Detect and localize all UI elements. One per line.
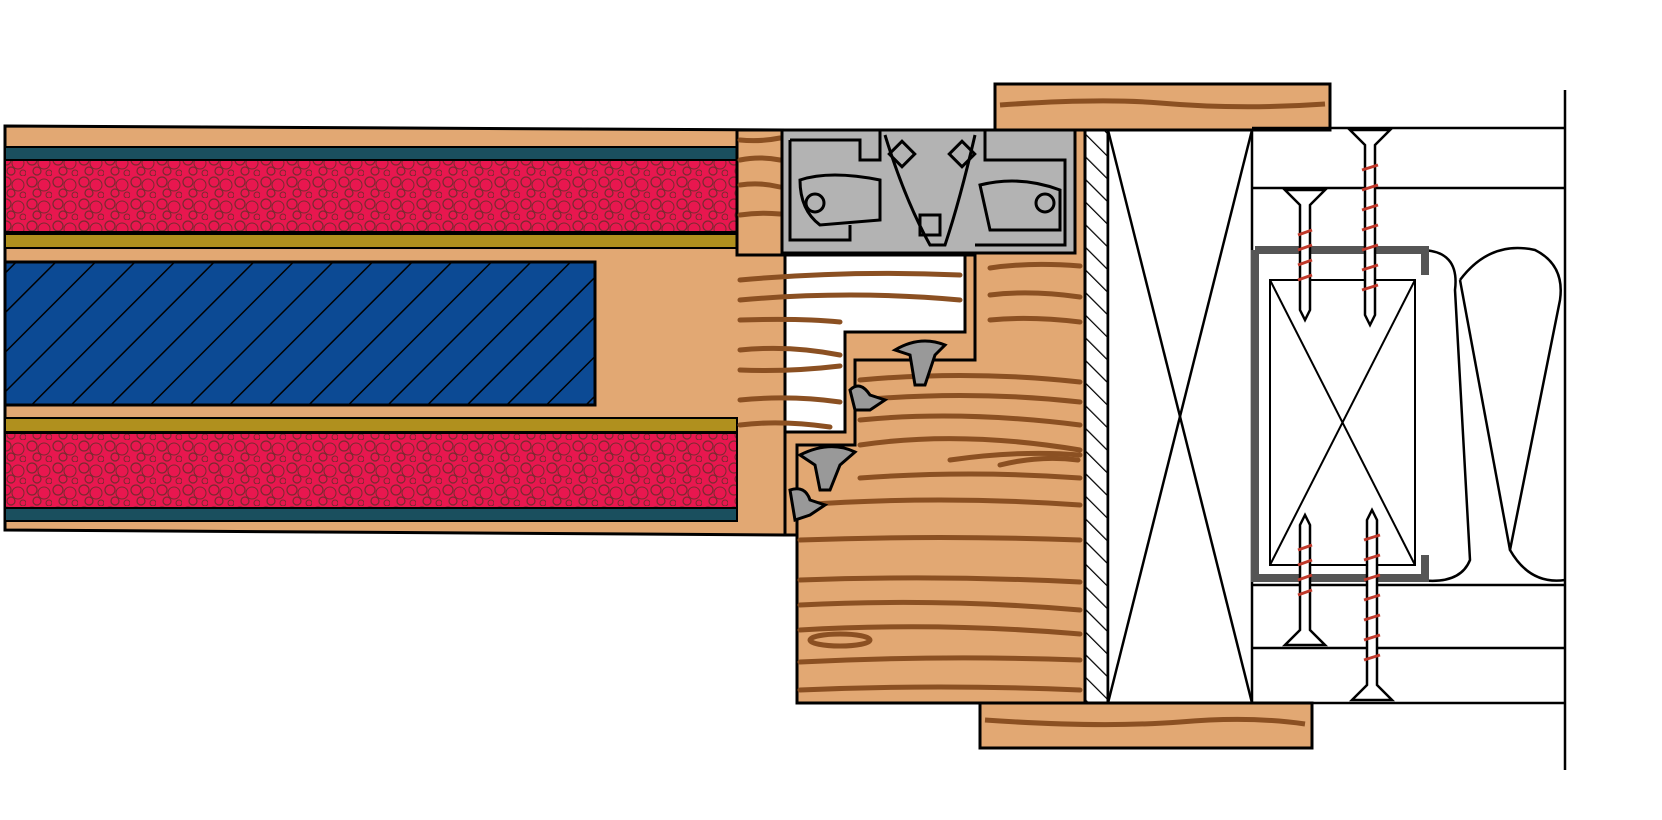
insulation-top — [4, 159, 738, 233]
teal-strip-bottom — [4, 507, 738, 522]
teal-strip-top — [4, 146, 738, 161]
gold-strip-bottom — [4, 417, 738, 433]
screw-icon — [1281, 188, 1329, 323]
membrane-strip — [1083, 128, 1110, 705]
insulation-bottom — [4, 432, 738, 509]
wall-layers — [1252, 90, 1567, 770]
lock-mechanism-icon — [780, 128, 1077, 255]
steel-channel — [1251, 246, 1429, 582]
screws — [1281, 128, 1396, 702]
glass-core — [3, 260, 597, 407]
trim-bottom — [978, 701, 1314, 750]
wood-grain — [737, 135, 1083, 693]
frame-stop-gap — [795, 253, 977, 535]
wall-stud — [1106, 128, 1254, 705]
frame-jamb — [735, 128, 1087, 705]
gasket-seal-icon — [788, 339, 948, 522]
screw-icon — [1346, 128, 1394, 328]
trim-top — [993, 82, 1332, 132]
screw-icon — [1281, 512, 1329, 647]
door-leaf — [3, 124, 787, 537]
gold-strip-top — [4, 233, 738, 249]
screw-icon — [1348, 507, 1396, 702]
